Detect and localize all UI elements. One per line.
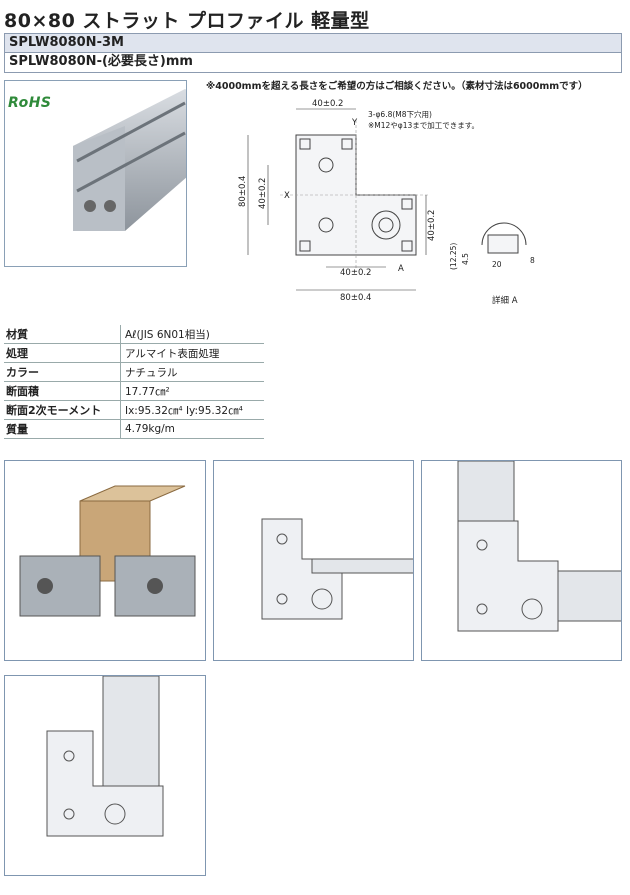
detail-dim-1: (12.25): [449, 243, 458, 270]
connection-drawing-2: [457, 461, 621, 632]
part-number-1: SPLW8080N-3M: [4, 33, 622, 53]
tap-note: ※M12やφ13まで加工できます。: [368, 120, 479, 130]
usage-photo-panel: [4, 460, 206, 661]
spec-row: カラーナチュラル: [4, 362, 264, 382]
spec-value: 4.79kg/m: [120, 419, 264, 439]
axis-y-label: Y: [351, 118, 358, 128]
detail-dim-2: 4.5: [461, 253, 470, 265]
spec-value: 17.77㎝²: [120, 381, 264, 401]
spec-value: アルマイト表面処理: [120, 343, 264, 363]
dim-top-width: 40±0.2: [312, 99, 343, 109]
dim-left-height: 80±0.4: [238, 176, 248, 207]
connection-view-2: [421, 460, 622, 661]
cross-section-drawing: 40±0.2 3-φ6.8(M8下穴用) ※M12やφ13まで加工できます。 Y…: [238, 99, 535, 306]
connection-drawing-3: [46, 676, 164, 837]
dim-bottom-width: 80±0.4: [340, 293, 371, 303]
detail-dim-4: 8: [530, 256, 535, 265]
part-number-2: SPLW8080N-(必要長さ)mm: [4, 53, 622, 73]
spec-key: 処理: [4, 343, 121, 363]
hole-note: 3-φ6.8(M8下穴用): [368, 109, 432, 119]
spec-key: 断面2次モーメント: [4, 400, 121, 420]
extrusion-photo-image: [73, 89, 186, 231]
spec-value: Ix:95.32㎝⁴ Iy:95.32㎝⁴: [120, 400, 264, 420]
spec-key: 断面積: [4, 381, 121, 401]
rohs-logo: RoHS: [8, 95, 52, 111]
dim-left-inner: 40±0.2: [258, 178, 268, 209]
length-notice: ※4000mmを超える長さをご希望の方はご相談ください。（素材寸法は6000mm…: [206, 81, 588, 92]
detail-a-marker: A: [398, 264, 404, 274]
product-photo: [4, 80, 187, 267]
connection-drawing-1: [261, 518, 413, 620]
spec-row: 処理アルマイト表面処理: [4, 343, 264, 363]
connection-view-3: [4, 675, 206, 876]
spec-value: ナチュラル: [120, 362, 264, 382]
spec-key: 質量: [4, 419, 121, 439]
axis-x-label: X: [284, 191, 290, 201]
spec-key: 材質: [4, 325, 121, 344]
detail-a-label: 詳細 A: [492, 295, 518, 306]
detail-dim-3: 20: [492, 260, 502, 269]
spec-key: カラー: [4, 362, 121, 382]
dim-bottom-inner: 40±0.2: [340, 268, 371, 278]
usage-photo-image: [19, 485, 196, 617]
dim-right-inner: 40±0.2: [427, 210, 437, 241]
spec-value: Aℓ(JIS 6N01相当): [120, 325, 264, 344]
page-title: 80×80 ストラット プロファイル 軽量型: [4, 10, 370, 32]
connection-view-1: [213, 460, 414, 661]
